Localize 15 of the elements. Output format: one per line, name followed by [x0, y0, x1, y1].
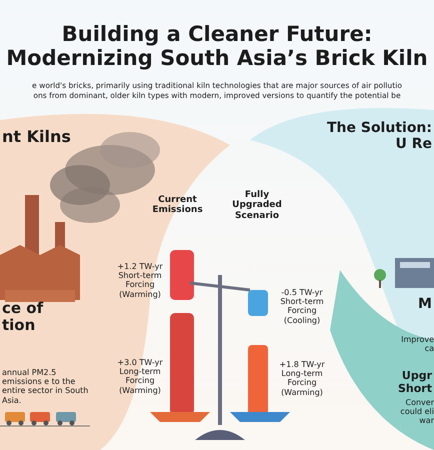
section-heading: Upgr Short: [397, 370, 432, 396]
forcing-value-text: +3.0 TW-yr Long-term Forcing (Warming): [116, 358, 164, 395]
column-heading: Fully Upgraded Scenario: [231, 190, 283, 222]
forcing-value-text: +1.2 TW-yr Short-term Forcing (Warming): [116, 262, 164, 299]
forcing-value-text: +1.8 TW-yr Long-term Forcing (Warming): [278, 360, 326, 397]
body-text: annual PM2.5 emissions e to the entire sector in South Asia.: [2, 368, 90, 405]
column-heading: Current Emissions: [151, 195, 204, 216]
forcing-value-text: -0.5 TW-yr Short-term Forcing (Cooling): [279, 288, 325, 325]
body-text: Improve ca: [400, 335, 434, 354]
title-text: Building a Cleaner Future: Modernizing South Asia’s Brick Kiln: [5, 22, 429, 70]
body-text: Conver could eli war: [399, 398, 434, 426]
section-heading: The Solution: U Re: [326, 120, 432, 152]
section-heading: M: [418, 296, 433, 312]
section-heading: nt Kilns: [2, 128, 72, 146]
section-heading: ce of tion: [2, 300, 44, 334]
